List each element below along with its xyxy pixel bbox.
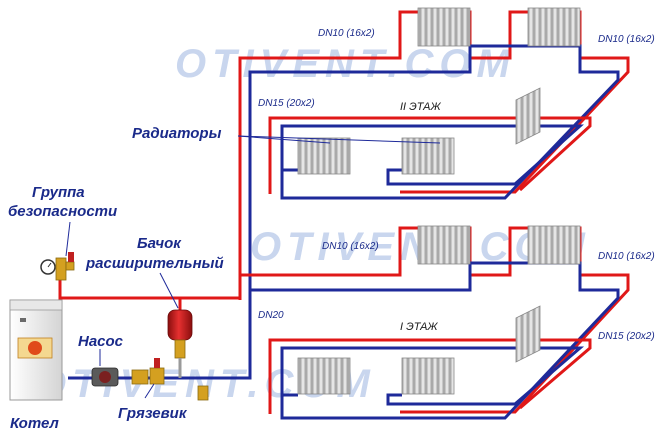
pipe-size-floor1-main: DN15 (20x2)	[598, 331, 655, 342]
pipe-size-floor2-top-right: DN10 (16x2)	[598, 34, 655, 45]
radiator-floor1-middle	[401, 357, 455, 395]
mud-trap	[149, 358, 209, 401]
safety-group-label-line1: Группа	[32, 184, 85, 201]
floor-1-loop	[240, 226, 630, 420]
boiler-label: Котел	[10, 415, 59, 432]
radiator-floor1-left	[297, 357, 351, 395]
floor-1-inner-return	[280, 346, 585, 418]
radiator-floor2-middle	[401, 137, 455, 175]
main-supply-pipe	[58, 296, 242, 300]
radiator-floor1-top-left	[417, 225, 471, 265]
pipe-size-floor2-main: DN15 (20x2)	[258, 98, 315, 109]
radiators-leader-2	[237, 135, 441, 144]
radiator-floor2-top-left	[417, 7, 471, 47]
pump	[91, 367, 149, 387]
pipe-size-floor1-top-left: DN10 (16x2)	[322, 241, 379, 252]
pipe-size-floor2-top-left: DN10 (16x2)	[318, 28, 375, 39]
pipe-size-floor1-top-right: DN10 (16x2)	[598, 251, 655, 262]
floor-1-label: I ЭТАЖ	[400, 321, 438, 333]
floor-1-inner-supply	[268, 338, 592, 414]
watermark-top: OTIVENT.COM	[175, 42, 516, 86]
mud-trap-label: Грязевик	[118, 405, 188, 422]
radiator-floor2-left	[297, 137, 351, 175]
floor-1-supply-pipe	[240, 226, 630, 414]
floor-2-loop	[238, 10, 630, 300]
safety-group	[40, 252, 75, 281]
mud-trap-leader	[144, 383, 155, 399]
expansion-tank-leader	[159, 272, 179, 309]
radiators-label: Радиаторы	[132, 125, 222, 142]
pipe-size-riser: DN20	[258, 310, 284, 321]
floor-2-inner-return	[280, 124, 584, 198]
radiator-floor1-side	[515, 305, 541, 363]
radiator-floor2-side	[515, 87, 541, 145]
pump-label: Насос	[78, 333, 124, 350]
floor-2-inner-supply	[268, 116, 592, 194]
radiator-floor1-top-right	[527, 225, 581, 265]
safety-group-leader	[65, 221, 71, 257]
radiators-leader-1	[237, 135, 331, 144]
floor-2-supply-pipe	[238, 10, 630, 300]
floor-2-label: II ЭТАЖ	[400, 101, 441, 113]
radiator-floor2-top-right	[527, 7, 581, 47]
boiler	[9, 299, 63, 401]
expansion-tank-label-line2: расширительный	[85, 255, 224, 272]
expansion-tank-label-line1: Бачок	[137, 235, 182, 252]
expansion-tank	[167, 309, 193, 378]
safety-group-label-line2: безопасности	[8, 203, 117, 220]
